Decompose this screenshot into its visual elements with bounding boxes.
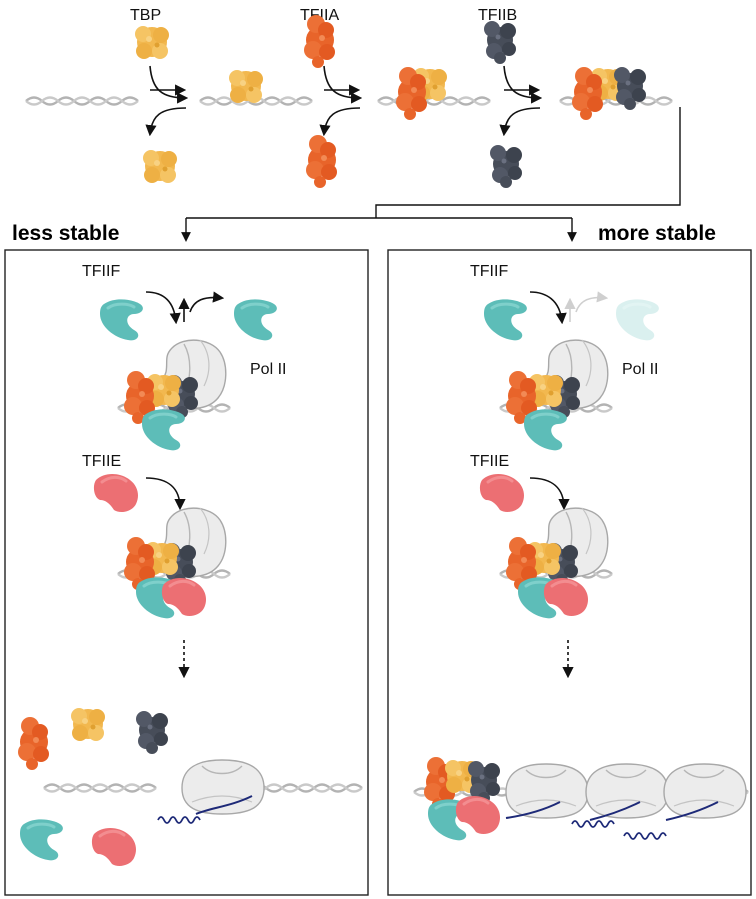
rna-transcript-icon — [571, 820, 615, 828]
branch-connector — [185, 107, 681, 238]
arrow-icon — [529, 291, 567, 325]
tfiif-protein-icon — [482, 297, 529, 342]
dna-icon — [24, 96, 140, 106]
rna-transcript-icon — [665, 801, 719, 821]
tfiie-label-left: TFIIE — [82, 453, 121, 470]
tbp-protein-icon — [143, 150, 177, 183]
tfiia-protein-icon — [18, 717, 49, 770]
tfiif-protein-icon — [522, 407, 569, 452]
tfiib-protein-icon — [490, 145, 522, 188]
equilibrium-arrows — [145, 65, 543, 137]
right-panel — [387, 249, 752, 896]
tfiif-label-left: TFIIF — [82, 263, 120, 280]
tfiif-protein-icon — [18, 817, 65, 862]
arrow-icon — [145, 291, 181, 325]
arrow-icon — [319, 107, 361, 137]
pol2-label-right: Pol II — [622, 361, 658, 378]
arrow-icon — [149, 65, 189, 104]
tfiif-binding-arrows-left — [145, 291, 225, 325]
tfiib-label: TFIIB — [478, 7, 517, 24]
tfiie-protein-icon — [90, 826, 138, 868]
arrow-icon — [189, 291, 225, 313]
arrow-icon — [529, 477, 570, 511]
arrow-icon — [145, 477, 186, 511]
faded-release-arrows — [564, 291, 609, 322]
tfiib-protein-icon — [136, 711, 168, 754]
arrow-icon — [323, 65, 363, 104]
left-panel — [4, 249, 369, 896]
rna-transcript-icon — [157, 816, 201, 824]
tfiif-protein-icon — [614, 297, 661, 342]
tbp-label: TBP — [130, 7, 161, 24]
arrow-icon — [145, 107, 187, 137]
arrow-icon — [499, 107, 541, 137]
pol2-icon — [505, 763, 589, 819]
tbp-protein-icon — [135, 26, 169, 59]
tfiif-protein-icon — [98, 297, 145, 342]
tbp-protein-icon — [229, 70, 263, 103]
less-stable-title: less stable — [12, 222, 119, 245]
rna-transcript-icon — [589, 801, 641, 821]
tfiif-label-right: TFIIF — [470, 263, 508, 280]
tfiie-protein-icon — [92, 472, 140, 514]
arrow-icon — [575, 291, 609, 313]
tfiif-faded — [614, 297, 661, 342]
pol2-icon — [663, 763, 747, 819]
tfiie-protein-icon — [454, 794, 502, 836]
tfiie-protein-icon — [478, 472, 526, 514]
dna-icon — [42, 783, 158, 793]
tfiif-protein-icon — [140, 407, 187, 452]
dna-icon — [248, 783, 364, 793]
tfiie-label-right: TFIIE — [470, 453, 509, 470]
tfiia-protein-icon — [306, 135, 337, 188]
tfiib-protein-icon — [484, 21, 516, 64]
more-stable-title: more stable — [598, 222, 716, 245]
pol2-icon — [585, 763, 669, 819]
arrow-icon — [503, 65, 543, 104]
tfiif-protein-icon — [232, 297, 279, 342]
tbp-protein-icon — [71, 708, 105, 741]
rna-transcript-icon — [623, 832, 667, 840]
rna-transcript-icon — [195, 795, 253, 815]
pol2-label-left: Pol II — [250, 361, 286, 378]
rna-transcript-icon — [505, 801, 561, 819]
